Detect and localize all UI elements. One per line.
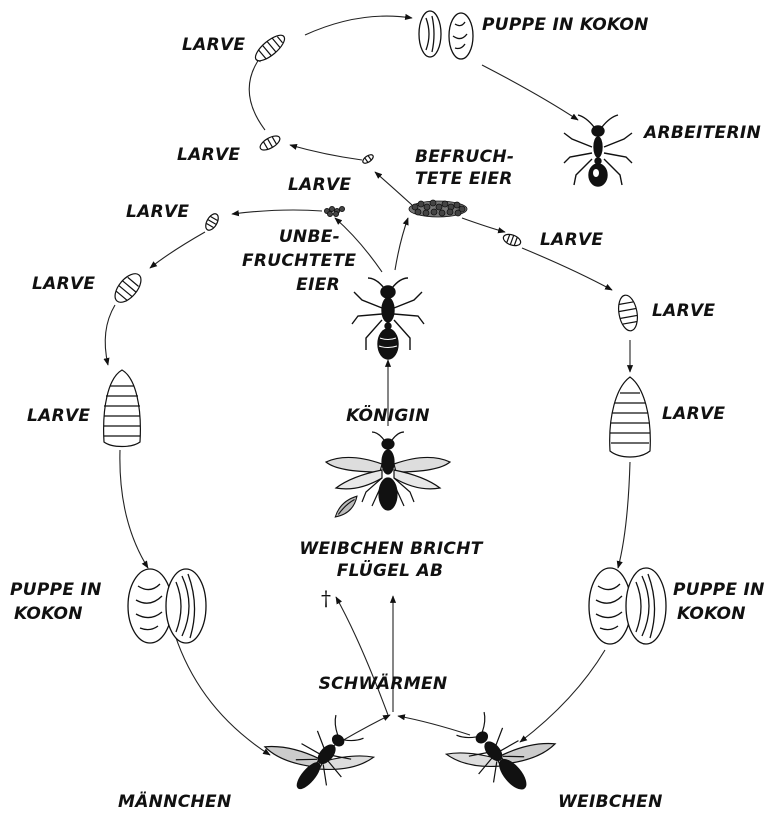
label-larve-right-big: LARVE xyxy=(662,405,725,424)
label-puppe-right-2: KOKON xyxy=(677,605,746,624)
death-dagger: † xyxy=(321,586,331,610)
arrow-eggs-to-larva-center xyxy=(375,172,412,205)
arrow-larva-top-to-pupa xyxy=(305,16,412,35)
label-koenigin: KÖNIGIN xyxy=(328,407,448,426)
label-larve-left-big: LARVE xyxy=(27,407,90,426)
arrow-larva-big-to-pupa-r xyxy=(618,462,630,568)
label-larve-left-small: LARVE xyxy=(126,203,189,222)
male-ant-icon xyxy=(258,693,378,812)
winged-queen-icon xyxy=(326,432,450,510)
arrow-pupa-to-worker xyxy=(482,65,578,120)
arrow-larva-upper-to-larva-top xyxy=(249,55,265,130)
cycle-arrows xyxy=(105,16,630,755)
larva-upper-left xyxy=(258,133,282,153)
larva-right-mid xyxy=(616,294,640,333)
label-larve-left-mid: LARVE xyxy=(32,275,95,294)
arrow-queen-to-fertilized-eggs xyxy=(395,218,408,270)
label-schwaermen: SCHWÄRMEN xyxy=(298,675,468,694)
label-maennchen: MÄNNCHEN xyxy=(118,793,231,812)
cocoon-top xyxy=(419,11,473,59)
cocoon-right xyxy=(589,568,666,644)
label-weibchen-bricht-1: WEIBCHEN BRICHT xyxy=(278,540,504,559)
arrow-female-to-swarm xyxy=(398,716,470,735)
detached-wing-icon xyxy=(332,494,361,520)
label-unbefruchtete-3: EIER xyxy=(262,276,340,295)
label-unbefruchtete-1: UNBE- xyxy=(262,228,340,247)
larva-center xyxy=(361,153,374,165)
arrow-fert-eggs-to-larva xyxy=(462,218,505,232)
arrow-pupa-to-male xyxy=(175,635,270,755)
label-larve-right-small: LARVE xyxy=(540,231,603,250)
larva-left-big xyxy=(104,370,141,447)
winged-female-icon xyxy=(441,690,564,812)
label-puppe-left-2: KOKON xyxy=(14,605,83,624)
larva-left-small xyxy=(203,212,221,233)
arrow-larva-small-to-larva-mid xyxy=(150,232,205,268)
label-weibchen: WEIBCHEN xyxy=(558,793,663,812)
queen-ant-icon xyxy=(352,278,424,359)
fertilized-egg-cluster xyxy=(409,200,467,217)
label-larve-center-left: LARVE xyxy=(288,176,351,195)
arrow-swarm-to-death xyxy=(336,597,388,715)
label-puppe-left-1: PUPPE IN xyxy=(10,581,102,600)
egg-cluster-icon xyxy=(324,200,467,217)
label-befruchtete-1: BEFRUCH- xyxy=(415,148,514,167)
label-arbeiterin: ARBEITERIN xyxy=(644,124,761,143)
larva-top xyxy=(252,31,289,65)
arrow-larva-big-to-pupa xyxy=(120,450,148,568)
arrow-larva-small-to-larva-mid-r xyxy=(522,248,612,290)
unfertilized-egg-cluster xyxy=(324,206,344,216)
larva-right-small xyxy=(502,232,522,248)
larva-right-big xyxy=(610,377,651,457)
label-puppe-right-1: PUPPE IN xyxy=(673,581,765,600)
arrow-unfert-eggs-to-larva xyxy=(232,210,322,214)
label-larve-top: LARVE xyxy=(182,36,245,55)
arrow-larva-center-to-larva-upper xyxy=(290,145,362,160)
label-larve-upper-left: LARVE xyxy=(177,146,240,165)
arrow-larva-mid-to-larva-big xyxy=(105,305,115,365)
worker-ant-icon xyxy=(564,115,632,186)
cocoon-left xyxy=(128,569,206,643)
label-larve-right-mid: LARVE xyxy=(652,302,715,321)
label-unbefruchtete-2: FRUCHTETE xyxy=(242,252,340,271)
label-weibchen-bricht-2: FLÜGEL AB xyxy=(300,562,480,581)
arrow-pupa-to-female xyxy=(520,650,605,742)
larva-left-mid xyxy=(110,269,146,307)
label-puppe-in-kokon-top: PUPPE IN KOKON xyxy=(482,16,649,35)
label-befruchtete-2: TETE EIER xyxy=(415,170,513,189)
